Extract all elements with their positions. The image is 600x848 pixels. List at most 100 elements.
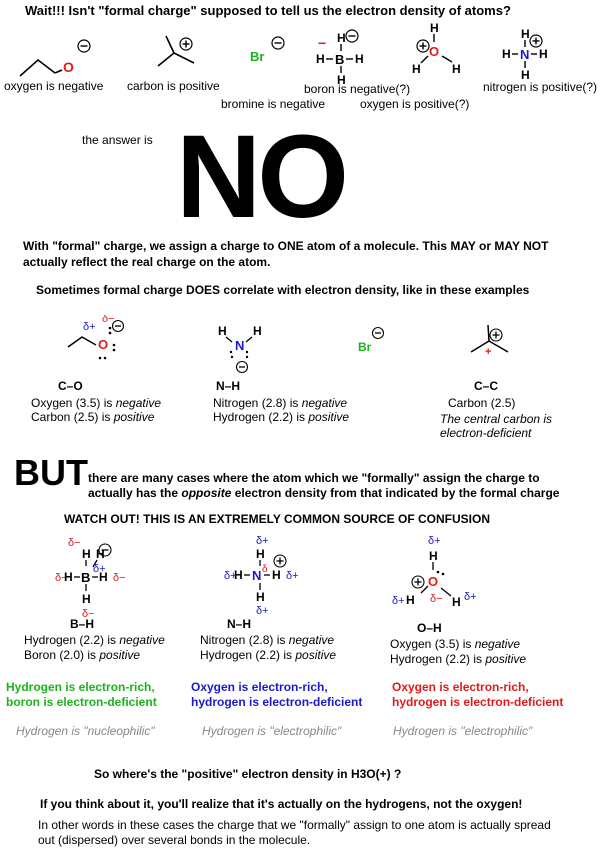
caption-bromine: bromine is negative <box>221 97 326 111</box>
caption-carbon: carbon is positive <box>127 79 220 93</box>
case2-role: Hydrogen is "electrophilic" <box>202 724 342 738</box>
svg-text:H: H <box>272 568 281 582</box>
case2-line2: Hydrogen (2.2) is positive <box>200 648 337 662</box>
svg-text:H: H <box>430 21 439 35</box>
example1-title: C–O <box>58 379 83 393</box>
case2-line1: Nitrogen (2.8) is negative <box>200 633 335 647</box>
hydronium-partial-charges: δ+ H O H δ+ δ− H δ+ <box>392 535 477 609</box>
svg-text:δ−: δ− <box>55 572 68 584</box>
final-paragraph: In other words in these cases the charge… <box>38 818 551 847</box>
alkoxide-structure: O <box>19 39 91 77</box>
sometimes-heading: Sometimes formal charge DOES correlate w… <box>36 283 530 297</box>
svg-text:H: H <box>82 592 91 606</box>
example2-line2: Hydrogen (2.2) is positive <box>213 410 350 424</box>
caption-oxygen: oxygen is negative <box>4 79 104 93</box>
example3-title: C–C <box>474 379 499 393</box>
case3-conclusion1: Oxygen is electron-rich, <box>392 680 529 694</box>
svg-text:H: H <box>355 52 364 66</box>
negative-charge-icon <box>235 360 249 374</box>
boron-atom: B <box>335 52 344 67</box>
realization-line: If you think about it, you'll realize th… <box>40 797 523 811</box>
oxygen-atom: O <box>429 44 439 59</box>
negative-charge-icon <box>111 319 125 333</box>
formal-charge-statement: With "formal" charge, we assign a charge… <box>23 239 549 269</box>
svg-text:H: H <box>406 593 415 607</box>
example3-note1: The central carbon is <box>440 412 553 426</box>
example3-note2: electron-deficient <box>440 426 532 440</box>
svg-text:H: H <box>337 73 346 87</box>
warning-heading: WATCH OUT! THIS IS AN EXTREMELY COMMON S… <box>64 512 491 526</box>
svg-text:δ+: δ+ <box>392 595 405 607</box>
but-text-line2: actually has the opposite electron densi… <box>88 486 560 500</box>
case3-conclusion2: hydrogen is electron-deficient <box>392 695 564 709</box>
answer-no: NO <box>176 111 349 243</box>
row1-structures: O Br − H H B H H H O H H <box>19 21 548 87</box>
svg-text:H: H <box>521 27 530 41</box>
case1-role: Hydrogen is "nucleophilic" <box>16 724 155 738</box>
case2-conclusion1: Oxygen is electron-rich, <box>191 680 328 694</box>
page-header: Wait!!! Isn't "formal charge" supposed t… <box>25 3 511 18</box>
delta-minus-label: δ− <box>102 315 115 325</box>
case1-line1: Hydrogen (2.2) is negative <box>24 633 165 647</box>
case1-conclusion1: Hydrogen is electron-rich, <box>6 680 155 694</box>
svg-text:δ+: δ+ <box>286 570 299 582</box>
carbocation-example: + <box>470 324 509 358</box>
delta-plus-label: δ+ <box>83 321 96 333</box>
svg-text:δ+: δ+ <box>464 591 477 603</box>
svg-text:O: O <box>98 337 108 352</box>
positive-charge-icon <box>416 39 430 53</box>
svg-text:δ: δ <box>262 564 268 575</box>
svg-text:δ+: δ+ <box>256 535 269 547</box>
bromide-structure: Br <box>250 36 285 64</box>
svg-text:δ+: δ+ <box>256 605 269 617</box>
example1-line2: Carbon (2.5) is positive <box>31 410 155 424</box>
cases-structures: δ− H H δ+ δ− H B H δ− H δ− δ+ H δ+ H N δ… <box>55 535 477 620</box>
examples-structures: O δ+ δ− H N H Br + <box>67 315 509 374</box>
example1-line1: Oxygen (3.5) is negative <box>31 396 162 410</box>
negative-charge-icon <box>371 326 385 340</box>
case3-role: Hydrogen is "electrophilic" <box>393 724 533 738</box>
negative-charge-icon <box>98 543 112 557</box>
case3-line2: Hydrogen (2.2) is positive <box>390 652 527 666</box>
svg-text:H: H <box>64 570 73 584</box>
bromine-atom: Br <box>250 49 264 64</box>
answer-intro: the answer is <box>82 133 153 147</box>
borohydride-structure: − H H B H H <box>316 29 364 87</box>
bromide-example: Br <box>358 326 385 354</box>
svg-text:H: H <box>82 547 91 561</box>
hydronium-structure: H O H H <box>412 21 461 76</box>
svg-text:δ+: δ+ <box>224 570 237 582</box>
svg-text:H: H <box>337 31 346 45</box>
nitrogen-atom: N <box>520 47 529 62</box>
svg-text:δ−: δ− <box>430 593 443 605</box>
svg-text:+: + <box>485 346 491 358</box>
svg-text:H: H <box>502 47 511 61</box>
svg-text:H: H <box>234 568 243 582</box>
case3-title: O–H <box>417 621 442 635</box>
nitrogen-atom: N <box>235 338 244 353</box>
positive-charge-icon <box>411 575 425 589</box>
caption-boron: boron is negative(?) <box>304 82 411 96</box>
example2-title: N–H <box>216 379 241 393</box>
svg-text:H: H <box>429 549 438 563</box>
svg-text:N: N <box>252 568 261 583</box>
positive-charge-icon <box>489 328 503 342</box>
svg-text:H: H <box>452 595 461 609</box>
example3-line1: Carbon (2.5) <box>448 396 516 410</box>
alkoxide-partial-charges: O δ+ δ− <box>67 315 125 360</box>
negative-charge-icon <box>271 36 285 50</box>
but-heading: BUT <box>14 452 88 493</box>
svg-text:H: H <box>412 62 421 76</box>
carbocation-structure <box>157 35 195 67</box>
svg-text:H: H <box>256 547 265 561</box>
svg-text:H: H <box>316 52 325 66</box>
borohydride-partial-charges: δ− H H δ+ δ− H B H δ− H δ− <box>55 537 126 620</box>
svg-text:H: H <box>99 570 108 584</box>
svg-text:H: H <box>452 62 461 76</box>
svg-text:H: H <box>256 590 265 604</box>
svg-text:δ−: δ− <box>68 537 81 549</box>
case3-line1: Oxygen (3.5) is negative <box>390 637 521 651</box>
negative-charge-icon <box>345 29 359 43</box>
but-text-line1: there are many cases where the atom whic… <box>88 471 540 485</box>
example2-line1: Nitrogen (2.8) is negative <box>213 396 348 410</box>
